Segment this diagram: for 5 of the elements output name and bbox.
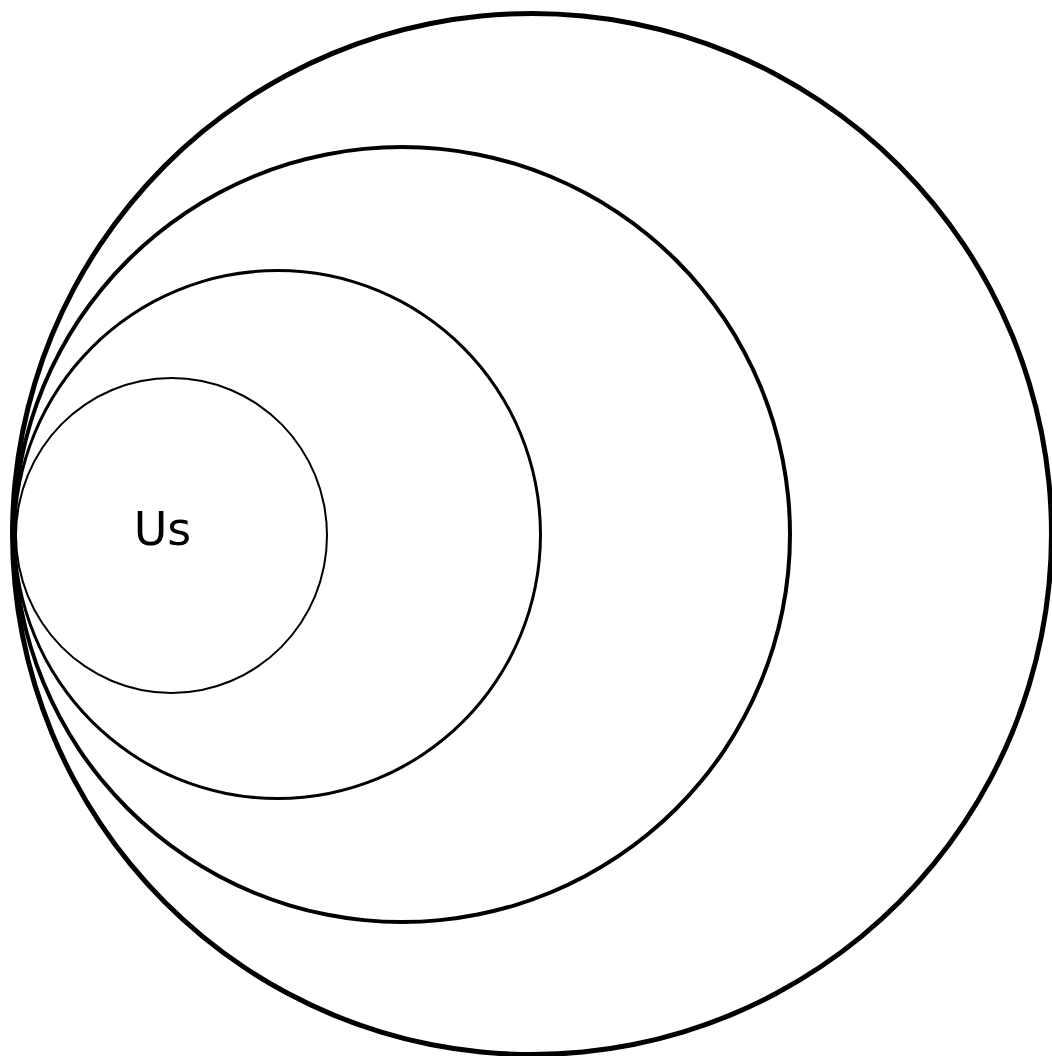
circle-outline [15, 377, 328, 694]
circle-outline [10, 11, 1052, 1056]
circle-outline [13, 269, 542, 800]
circle-outline [12, 145, 792, 924]
circle-label: Us [133, 501, 192, 556]
